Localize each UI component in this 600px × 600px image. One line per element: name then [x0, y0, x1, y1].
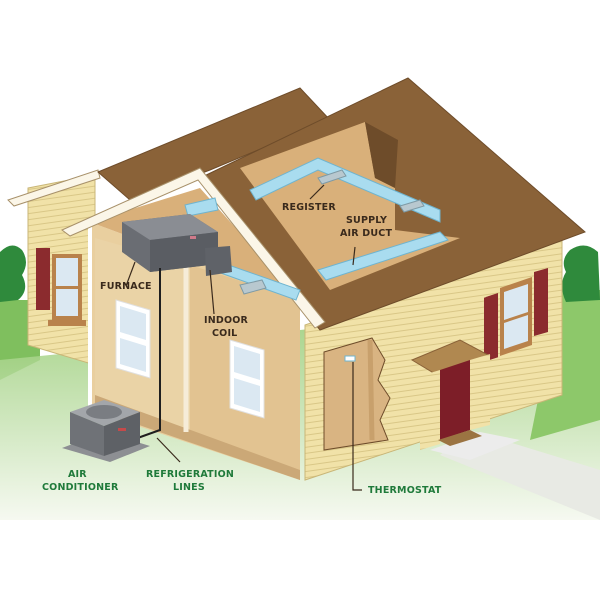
tree-right	[562, 245, 600, 302]
indoor-coil-label-line1: INDOOR	[204, 315, 249, 326]
register-label: REGISTER	[282, 202, 336, 213]
front-porch	[410, 339, 520, 460]
refrigeration-lines-label-line1: REFRIGERATION	[146, 469, 235, 480]
supply-air-duct	[184, 157, 449, 301]
tree-left	[0, 245, 26, 302]
supply-air-duct-label-line2: AIR DUCT	[340, 228, 393, 239]
air-conditioner-label-line1: AIR	[68, 469, 87, 480]
refrigeration-line	[131, 268, 161, 441]
air-conditioner-label-line2: CONDITIONER	[42, 482, 119, 493]
thermostat	[344, 355, 356, 362]
air-conditioner-unit	[62, 400, 150, 462]
supply-air-duct-label-line1: SUPPLY	[346, 215, 388, 226]
register	[317, 169, 347, 185]
thermostat-label: THERMOSTAT	[368, 485, 442, 496]
indoor-coil	[205, 246, 232, 276]
thermostat-wall-cutaway	[323, 337, 391, 451]
furnace-unit	[122, 214, 232, 276]
leader-lines	[125, 184, 362, 491]
furnace-label: FURNACE	[100, 281, 152, 292]
refrigeration-lines-label-line2: LINES	[173, 482, 205, 493]
indoor-coil-label-line2: COIL	[212, 328, 238, 339]
